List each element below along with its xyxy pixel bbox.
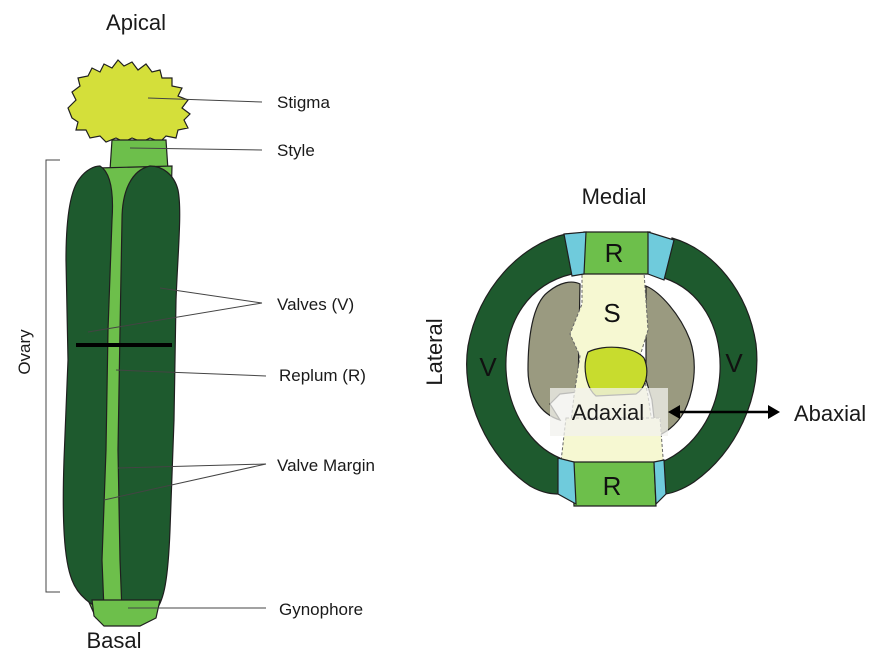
cs-replum-top-letter: R — [605, 238, 624, 268]
cs-valve-left-letter: V — [479, 352, 497, 382]
cs-valve-margin-br — [654, 460, 666, 504]
stigma-label: Stigma — [277, 93, 330, 112]
gynophore-label: Gynophore — [279, 600, 363, 619]
style-label: Style — [277, 141, 315, 160]
medial-label: Medial — [582, 184, 647, 209]
lateral-label: Lateral — [422, 318, 447, 385]
cs-replum-bottom-letter: R — [603, 471, 622, 501]
basal-label: Basal — [86, 628, 141, 652]
cs-septum-letter: S — [603, 298, 620, 328]
axis-arrow-right-head — [768, 405, 780, 419]
gynophore-shape — [92, 600, 160, 626]
abaxial-label: Abaxial — [794, 401, 866, 426]
right-valve-shape — [118, 166, 180, 612]
ovary-label: Ovary — [15, 329, 34, 375]
adaxial-label: Adaxial — [572, 400, 644, 425]
valves-label: Valves (V) — [277, 295, 354, 314]
ovary-bracket — [46, 160, 60, 592]
stigma-shape — [68, 60, 190, 142]
apical-label: Apical — [106, 10, 166, 35]
cs-valve-margin-bl — [558, 458, 576, 504]
valve-margin-label: Valve Margin — [277, 456, 375, 475]
style-shape — [110, 140, 168, 170]
replum-label: Replum (R) — [279, 366, 366, 385]
cs-valve-right-letter: V — [725, 348, 743, 378]
